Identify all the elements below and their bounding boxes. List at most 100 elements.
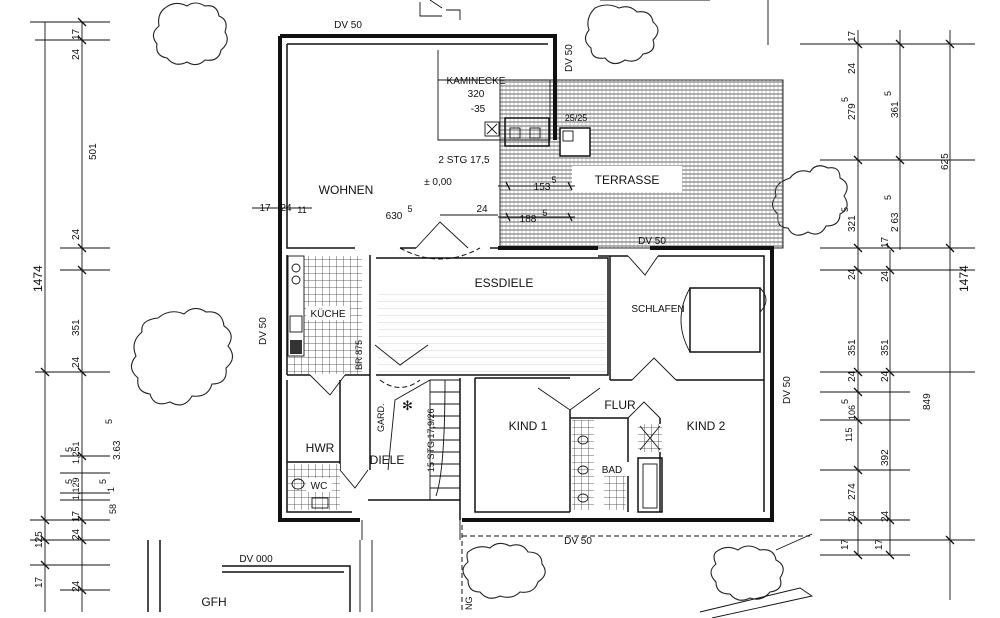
dr-24c: 24 (880, 270, 891, 282)
wall-labels: DV 50 DV 50 DV 50 DV 50 DV 50 DV 50 DV 0… (239, 20, 793, 610)
dr-321-sup: 5 (840, 207, 850, 212)
trees (130, 2, 848, 601)
v25-label: 25/25 (565, 113, 588, 123)
dl-24a: 24 (71, 48, 82, 60)
dr-849: 849 (922, 393, 933, 410)
dr-115: 115 (844, 428, 854, 442)
dr-17c: 17 (840, 538, 851, 550)
kamin-320: 320 (468, 89, 485, 100)
dr-24f: 24 (847, 510, 858, 522)
tree-bottom-right (710, 545, 784, 601)
br875-label: BR 875 (354, 340, 364, 370)
dl-251: 1,251 (71, 441, 81, 464)
dr-24g: 24 (880, 510, 891, 522)
dr-17b: 17 (880, 236, 891, 248)
dl-1474: 1474 (31, 265, 45, 292)
kitchen: KÜCHE BR 875 (287, 255, 364, 374)
stair-main-label: 15 STG 17,9/26 (426, 408, 436, 472)
dv50-bottom: DV 50 (564, 536, 592, 547)
tree-right (771, 165, 848, 236)
m17: 17 (259, 203, 271, 214)
dr-24b: 24 (847, 268, 858, 280)
m630: 630 (386, 211, 403, 222)
room-labels: WOHNEN 2 STG 17,5 ± 0,00 ESSDIELE SCHLAF… (201, 155, 725, 609)
dl-125: 125 (34, 531, 45, 548)
dl-15a: 1 (106, 487, 116, 492)
terrace: TERRASSE (499, 79, 784, 249)
dr-625: 625 (940, 153, 951, 170)
wohnen-label: WOHNEN (319, 183, 374, 197)
kaminecke-label: KAMINECKE (447, 76, 506, 87)
dv50-right: DV 50 (782, 376, 793, 404)
dr-392: 392 (880, 449, 891, 466)
level-label: ± 0,00 (424, 177, 452, 188)
tree-bottom-center (462, 542, 546, 599)
kaminecke: KAMINECKE 320 -35 25/25 (437, 50, 591, 157)
staircase: 15 STG 17,9/26 GARD. ✻ (376, 379, 460, 500)
dr-106: 106 (847, 405, 857, 420)
dr-106-sup: 5 (840, 399, 850, 404)
m24a: 24 (476, 204, 488, 215)
dl-15a-sup: 5 (98, 479, 108, 484)
dr-274: 274 (847, 483, 858, 500)
m630-sup: 5 (407, 204, 412, 214)
m153-sup: 5 (551, 175, 556, 185)
essdiele-label: ESSDIELE (475, 276, 534, 290)
dl-24e: 24 (71, 580, 82, 592)
dr-17d: 17 (874, 538, 885, 550)
terrasse-label: TERRASSE (595, 173, 660, 187)
m24b-sub: 11 (297, 205, 306, 215)
dl-251-sup: 5 (64, 447, 74, 452)
m153: 153 (534, 182, 551, 193)
dr-279: 279 (847, 103, 858, 120)
kind2-label: KIND 2 (687, 419, 726, 433)
wc-room: WC (288, 464, 340, 510)
ng-label: NG (464, 597, 474, 611)
gard-label: GARD. (376, 403, 386, 432)
flur-label: FLUR (604, 398, 636, 412)
wc-label: WC (311, 481, 328, 492)
dv50-left: DV 50 (258, 317, 269, 345)
dv000-label: DV 000 (239, 554, 273, 565)
doors (309, 221, 677, 540)
dv50-right-top: DV 50 (564, 44, 575, 72)
stair-upper-label: 2 STG 17,5 (438, 155, 490, 166)
tree-left (130, 307, 234, 406)
dr-361-sup: 5 (883, 91, 893, 96)
m188-sup: 5 (542, 208, 547, 218)
dl-351: 351 (71, 319, 82, 336)
dr-24d: 24 (847, 370, 858, 382)
dv50-schlafen: DV 50 (638, 236, 666, 247)
kind1-label: KIND 1 (509, 419, 548, 433)
bed (680, 287, 767, 353)
bad-label: BAD (602, 465, 623, 476)
dl-24b: 24 (71, 228, 82, 240)
dims-right: 17 24 279 5 361 5 625 2 63 5 321 5 17 24… (800, 30, 975, 600)
dl-24c: 24 (71, 356, 82, 368)
dl-363-sup: 5 (104, 419, 114, 424)
dr-263-sup: 5 (883, 195, 893, 200)
dl-17c: 17 (34, 576, 45, 588)
dr-24a: 24 (847, 62, 858, 74)
essdiele-floor (378, 292, 606, 372)
m24b: 24 (280, 203, 292, 214)
tree-top-right (584, 4, 659, 65)
dr-279-sup: 5 (840, 97, 850, 102)
dl-58: 58 (108, 504, 118, 514)
dr-321: 321 (847, 215, 858, 232)
dv50-top: DV 50 (334, 20, 362, 31)
dr-263: 2 63 (890, 212, 901, 232)
m188: 188 (520, 214, 537, 225)
kamin-35: -35 (471, 104, 486, 115)
exterior (147, 0, 814, 618)
dl-129: 1,129 (71, 477, 81, 500)
kuche-label: KÜCHE (310, 308, 345, 320)
dr-1474: 1474 (957, 265, 971, 292)
schlafen-label: SCHLAFEN (631, 304, 684, 315)
star-icon: ✻ (402, 398, 413, 413)
dl-501: 501 (88, 143, 99, 160)
dr-17: 17 (847, 30, 858, 42)
dl-17: 17 (71, 28, 82, 40)
dr-351a: 351 (847, 339, 858, 356)
